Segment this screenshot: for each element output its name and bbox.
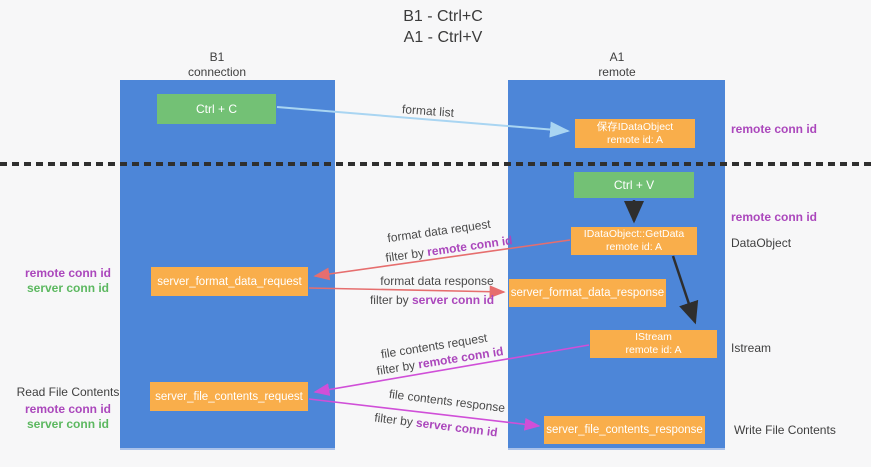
save-idataobject-label: 保存IDataObject (596, 120, 674, 133)
ctrl-c-box: Ctrl + C (157, 94, 276, 124)
format-list-arrow-label: format list (401, 102, 455, 120)
server-format-data-response-label: server_format_data_response (510, 287, 665, 299)
getdata-remote-id: remote id: A (605, 241, 663, 253)
title-line-2: A1 - Ctrl+V (403, 29, 483, 46)
filter-by-server-conn-id: server conn id (415, 415, 499, 440)
read-file-contents-label: Read File Contents (16, 385, 120, 399)
a1-name: A1 (609, 50, 625, 64)
b1-column-header: B1 connection (157, 50, 277, 80)
format-remote-conn-id-label: remote conn id (24, 266, 111, 280)
istream-remote-id: remote id: A (625, 344, 682, 356)
filter-by-prefix: filter by (373, 410, 417, 430)
format-server-conn-id-label: server conn id (26, 281, 110, 295)
format-conn-id-annotation-block: remote conn id server conn id (18, 266, 118, 296)
filter-by-prefix: filter by (369, 293, 412, 307)
format-data-response-arrow (308, 285, 506, 299)
filter-by-server-conn-id: server conn id (411, 293, 495, 307)
ctrl-v-label: Ctrl + V (613, 178, 655, 192)
save-idataobject-box: 保存IDataObject remote id: A (575, 119, 695, 148)
filter-by-prefix: filter by (384, 245, 429, 265)
idataobject-getdata-box: IDataObject::GetData remote id: A (571, 227, 697, 255)
server-file-contents-response-label: server_file_contents_response (546, 424, 703, 436)
a1-column-header: A1 remote (557, 50, 677, 80)
title-line-1: B1 - Ctrl+C (403, 8, 483, 25)
server-file-contents-response-box: server_file_contents_response (544, 416, 705, 444)
ctrl-v-box: Ctrl + V (574, 172, 694, 198)
remote-conn-id-annotation-top: remote conn id (731, 122, 818, 136)
istream-annotation: Istream (731, 341, 772, 355)
server-format-data-request-label: server_format_data_request (157, 275, 302, 288)
istream-box: IStream remote id: A (590, 330, 717, 358)
format-data-response-arrow-label: format data response (380, 274, 494, 288)
write-file-contents-annotation: Write File Contents (734, 423, 836, 437)
file-server-conn-id-label: server conn id (26, 417, 110, 431)
ctrl-c-label: Ctrl + C (195, 102, 237, 116)
a1-role: remote (598, 65, 636, 79)
file-contents-response-filter-label: filter by server conn id (374, 410, 499, 439)
file-contents-response-arrow-label: file contents response (388, 386, 506, 416)
format-data-response-filter-label: filter by server conn id (370, 293, 494, 307)
server-file-contents-request-label: server_file_contents_request (155, 390, 303, 403)
dataobject-annotation: DataObject (731, 236, 792, 250)
istream-label: IStream (635, 331, 672, 343)
diagram-title: B1 - Ctrl+C A1 - Ctrl+V (333, 6, 553, 48)
server-format-data-response-box: server_format_data_response (509, 279, 666, 307)
server-file-contents-request-box: server_file_contents_request (150, 382, 308, 411)
save-idataobject-remote-id: remote id: A (606, 133, 664, 146)
b1-role: connection (187, 65, 247, 79)
file-remote-conn-id-label: remote conn id (24, 402, 111, 416)
b1-name: B1 (209, 50, 225, 64)
remote-conn-id-annotation-mid: remote conn id (731, 210, 818, 224)
getdata-label: IDataObject::GetData (583, 228, 685, 240)
server-format-data-request-box: server_format_data_request (151, 267, 308, 296)
read-file-contents-annotation-block: Read File Contents remote conn id server… (12, 385, 124, 432)
